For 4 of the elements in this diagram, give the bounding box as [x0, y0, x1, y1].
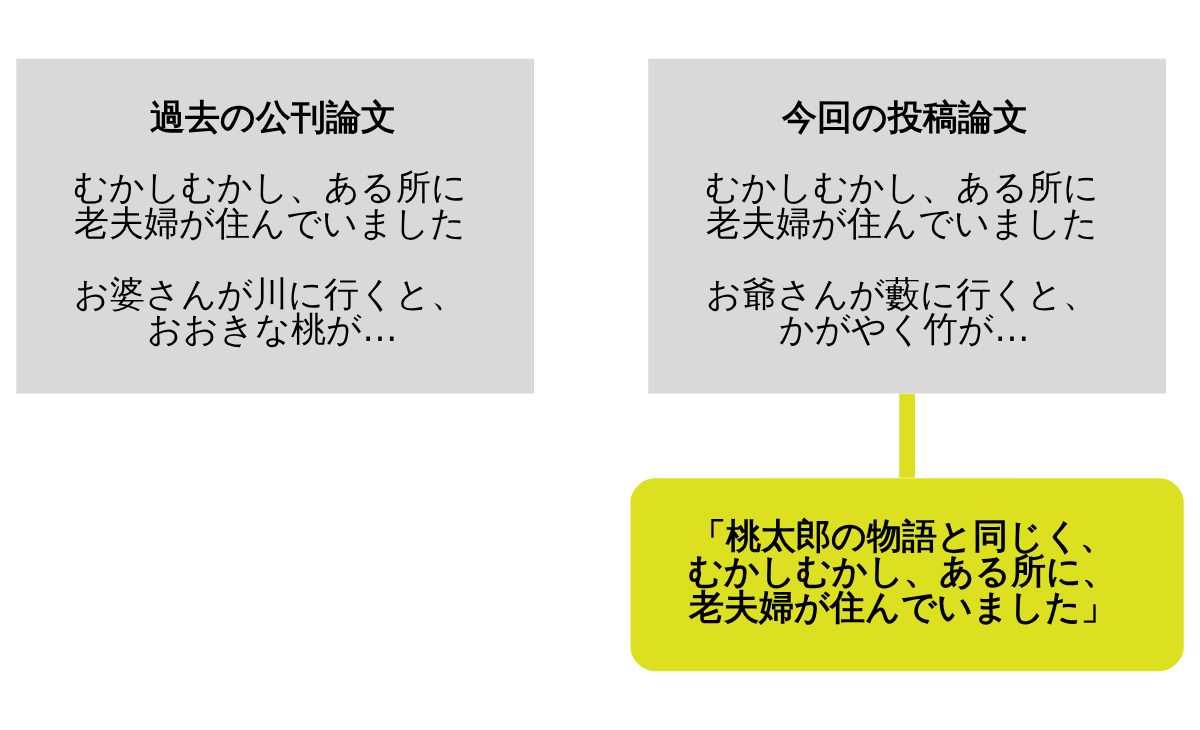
- node-box: 過去の公刊論文 むかしむかし、ある所に老夫婦が住んでいました お婆さんが川に行くと、おおきな桃が…: [16, 58, 535, 394]
- connector: [899, 393, 915, 478]
- node-box: 今回の投稿論文 むかしむかし、ある所に老夫婦が住んでいました お爺さんが藪に行くと、かがやく竹が…: [648, 58, 1166, 394]
- node-box: 「桃太郎の物語と同じく、むかしむかし、ある所に、老夫婦が住んでいました」: [630, 478, 1184, 672]
